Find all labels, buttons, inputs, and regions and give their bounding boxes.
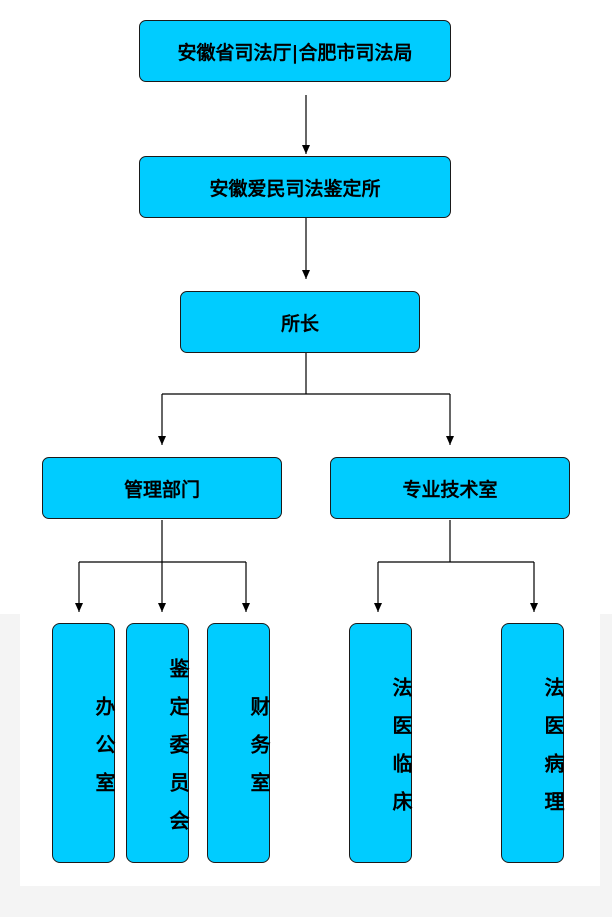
node-office: 办公室	[52, 623, 116, 863]
node-director: 所长	[180, 291, 420, 353]
node-forensic-clinical: 法医临床	[349, 623, 413, 863]
node-institute: 安徽爱民司法鉴定所	[139, 156, 451, 218]
node-finance-office: 财务室	[207, 623, 271, 863]
node-technical-room: 专业技术室	[330, 457, 570, 519]
node-forensic-pathology: 法医病理	[501, 623, 565, 863]
node-management-dept: 管理部门	[42, 457, 282, 519]
node-appraisal-committee: 鉴定委员会	[126, 623, 190, 863]
node-provincial-justice-dept: 安徽省司法厅|合肥市司法局	[139, 20, 451, 82]
